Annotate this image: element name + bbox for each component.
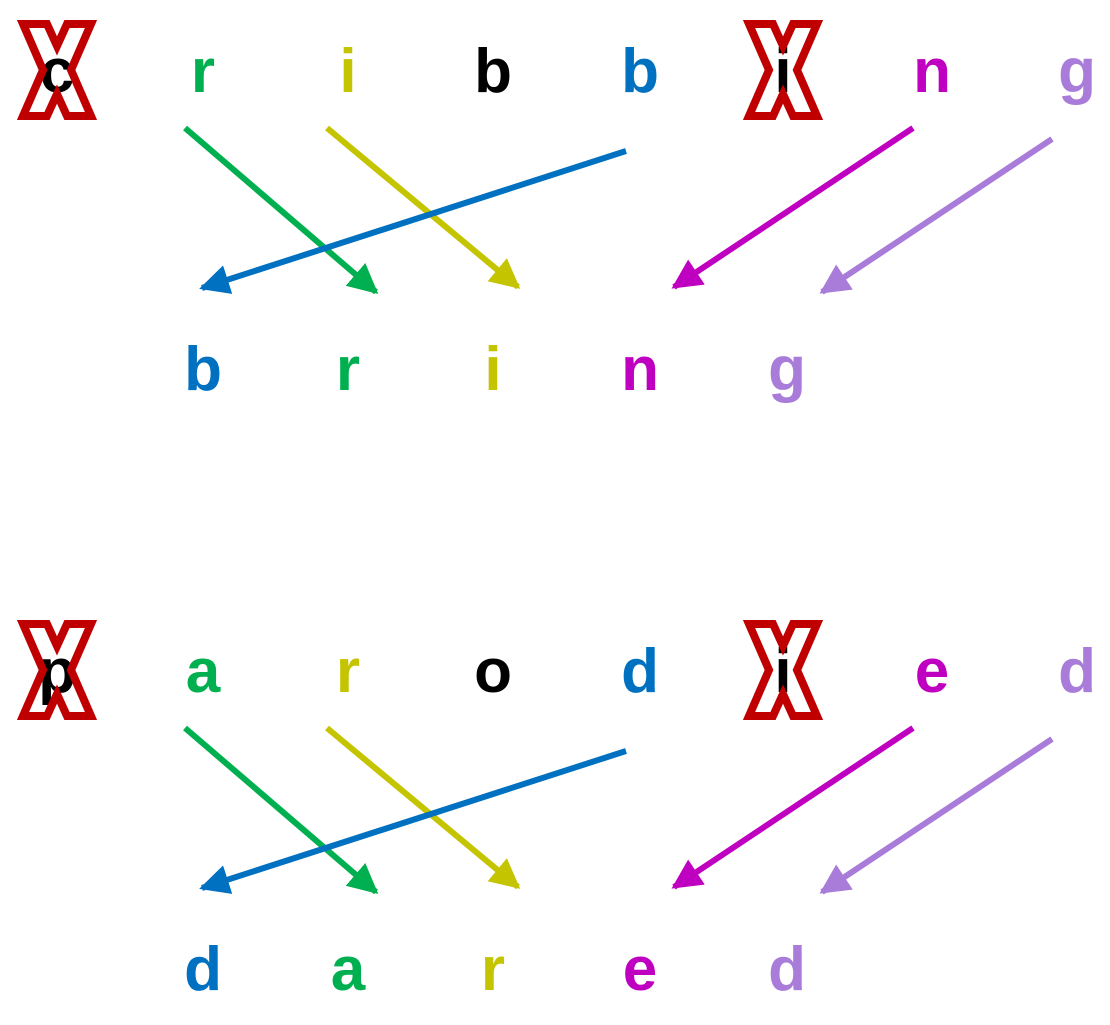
- target-letter: n: [621, 335, 659, 404]
- source-letter: i: [774, 37, 791, 106]
- target-letter: a: [331, 935, 366, 1004]
- source-letter: b: [621, 37, 659, 106]
- source-letter: a: [186, 637, 221, 706]
- source-letter: r: [191, 37, 215, 106]
- target-letter: e: [623, 935, 657, 1004]
- arrow-source-7-to-target-4: [819, 736, 1054, 895]
- source-letter: r: [336, 637, 360, 706]
- arrow-source-2-to-target-2: [325, 125, 521, 290]
- source-letter: g: [1058, 37, 1096, 106]
- target-letter: r: [336, 335, 360, 404]
- source-letter: i: [339, 37, 356, 106]
- arrow-source-6-to-target-3: [671, 125, 915, 290]
- cross-out-mark: [742, 20, 824, 120]
- target-letter: d: [184, 935, 222, 1004]
- source-letter: d: [1058, 637, 1096, 706]
- source-letter: b: [474, 37, 512, 106]
- cross-out-mark: [16, 620, 98, 720]
- target-letter: b: [184, 335, 222, 404]
- arrow-source-2-to-target-2: [325, 725, 521, 890]
- source-letter: o: [474, 637, 512, 706]
- target-letter: i: [484, 335, 501, 404]
- cross-out-mark: [16, 20, 98, 120]
- target-letter: r: [481, 935, 505, 1004]
- source-letter: n: [913, 37, 951, 106]
- target-letter: d: [768, 935, 806, 1004]
- arrow-source-1-to-target-1: [183, 125, 379, 295]
- target-letter: g: [768, 335, 806, 404]
- arrow-source-1-to-target-1: [183, 725, 379, 895]
- source-letter: d: [621, 637, 659, 706]
- arrow-source-6-to-target-3: [671, 725, 915, 890]
- arrow-source-7-to-target-4: [819, 136, 1054, 295]
- arrow-source-4-to-target-0: [199, 748, 627, 894]
- cross-out-mark: [742, 620, 824, 720]
- arrow-source-4-to-target-0: [199, 148, 627, 294]
- source-letter: e: [915, 637, 949, 706]
- source-letter: i: [774, 637, 791, 706]
